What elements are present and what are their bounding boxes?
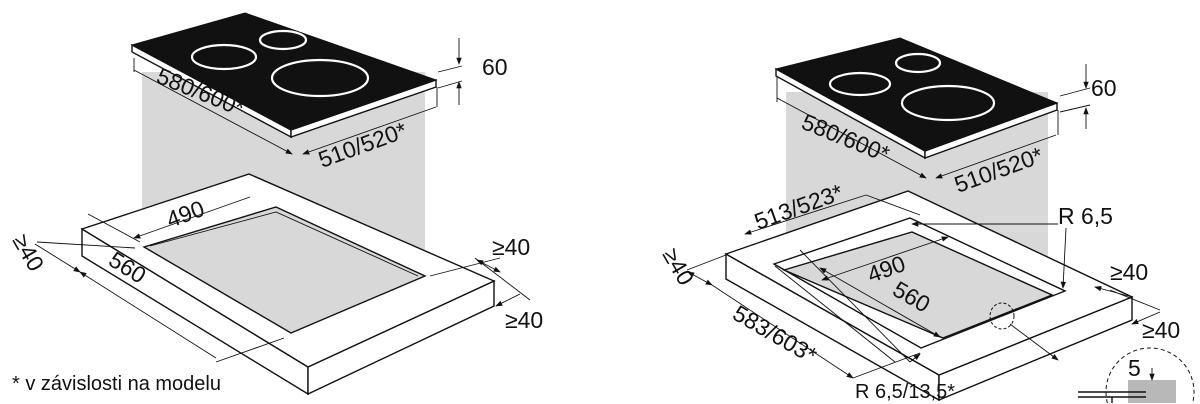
min-front-gap-label: ≥40	[658, 244, 700, 290]
min-back-gap-label: ≥40	[1110, 259, 1148, 285]
edge-detail	[1078, 347, 1195, 404]
hob-height-label: 60	[482, 54, 508, 80]
min-front-gap-label: ≥40	[8, 230, 50, 276]
hob	[130, 12, 438, 139]
min-right-gap-label: ≥40	[505, 307, 543, 333]
detail-marker	[989, 302, 1015, 330]
burner-icon	[828, 71, 892, 97]
min-right-gap-label: ≥40	[1142, 317, 1180, 343]
dimension-lines	[34, 38, 531, 363]
burner-icon	[894, 52, 942, 74]
worktop	[80, 173, 496, 396]
burner-icon	[190, 43, 258, 71]
burner-icon	[900, 84, 996, 122]
min-back-gap-label: ≥40	[492, 234, 530, 260]
burner-icon	[258, 29, 308, 51]
right-diagram: 60 580/600* 510/520* 513/523* R 6,5 490 …	[658, 37, 1195, 404]
hob	[774, 37, 1059, 160]
cutout	[142, 206, 427, 334]
hob-height-label: 60	[1091, 75, 1117, 101]
dimension-lines	[686, 64, 1161, 379]
burner-icon	[270, 58, 370, 98]
outer-radius-label: R 6,5/13,5*	[855, 381, 955, 403]
footnote: * v závislosti na modelu	[12, 373, 221, 395]
detail-depth-label: 5	[1128, 355, 1141, 381]
left-diagram: 60 580/600* 510/520* 490 560 ≥40 ≥40 ≥40…	[8, 12, 543, 396]
inner-radius-label: R 6,5	[1058, 203, 1113, 229]
